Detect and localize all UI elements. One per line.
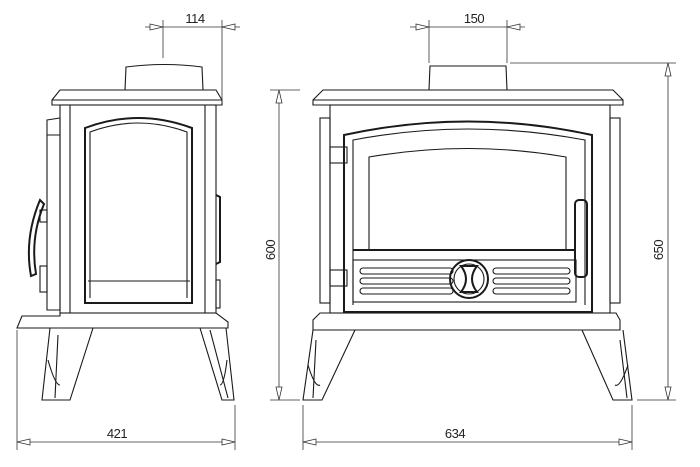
- side-door-handle-icon: [27, 198, 46, 278]
- hinge-bottom: [329, 269, 348, 287]
- side-door-edge: [46, 117, 61, 311]
- hinge-top: [329, 146, 348, 164]
- side-view: [16, 63, 235, 401]
- side-leg-front: [41, 327, 94, 401]
- front-dimensions: 150 650 634: [302, 11, 676, 450]
- dim-front-height: 650: [651, 240, 666, 260]
- front-leg-left: [302, 329, 356, 401]
- side-dimensions: 114 600 421: [16, 11, 300, 450]
- dim-side-depth: 421: [107, 426, 127, 441]
- front-view: [302, 65, 633, 401]
- dim-front-width: 634: [445, 426, 465, 441]
- side-window-panel: [84, 117, 193, 304]
- front-door: [343, 120, 593, 313]
- dim-side-flue-offset: 114: [185, 11, 204, 26]
- front-glass-window: [368, 147, 567, 250]
- grille-slots: [359, 267, 571, 295]
- side-leg-back: [199, 327, 235, 401]
- front-flue-collar: [428, 65, 508, 91]
- side-base-plate: [16, 312, 229, 329]
- air-control-knob-icon: [449, 259, 489, 299]
- front-base-plate: [312, 312, 621, 331]
- side-flue-collar: [124, 63, 204, 91]
- front-door-handle-icon: [574, 199, 588, 278]
- dim-front-flue-width: 150: [464, 11, 484, 26]
- dim-side-height: 600: [263, 240, 278, 260]
- front-leg-right: [581, 329, 633, 401]
- side-top-plate: [51, 89, 223, 106]
- side-air-control: [215, 194, 221, 265]
- front-top-plate: [312, 89, 624, 106]
